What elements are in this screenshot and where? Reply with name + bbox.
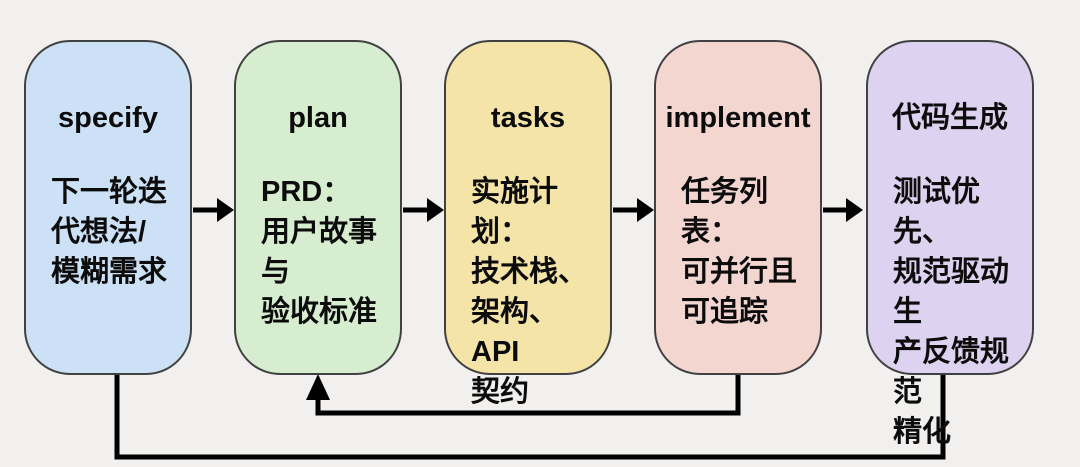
node-implement-body: 任务列表： 可并行且 可追踪 [681, 176, 798, 328]
node-code-generation: 代码生成 测试优先、 规范驱动生 产反馈规范 精化 [866, 40, 1034, 448]
node-implement-title: implement [665, 102, 811, 134]
arrow-specify-to-plan [193, 198, 234, 222]
node-tasks-title: tasks [490, 102, 566, 134]
node-plan-body: PRD： 用户故事与 验收标准 [261, 176, 378, 328]
node-specify-body: 下一轮迭 代想法/ 模糊需求 [51, 176, 168, 288]
node-specify: specify 下一轮迭 代想法/ 模糊需求 [24, 40, 192, 375]
arrow-tasks-to-implement [613, 198, 654, 222]
node-tasks: tasks 实施计划： 技术栈、 架构、API 契约 [444, 40, 612, 408]
node-code-generation-title: 代码生成 [891, 102, 1008, 134]
node-code-generation-body: 测试优先、 规范驱动生 产反馈规范 精化 [893, 176, 1010, 448]
node-plan: plan PRD： 用户故事与 验收标准 [234, 40, 402, 375]
node-specify-title: specify [58, 102, 158, 134]
node-tasks-body: 实施计划： 技术栈、 架构、API 契约 [471, 176, 588, 408]
arrow-plan-to-tasks [403, 198, 444, 222]
arrow-implement-to-code-generation [823, 198, 863, 222]
node-implement: implement 任务列表： 可并行且 可追踪 [654, 40, 822, 375]
node-plan-title: plan [288, 102, 348, 134]
